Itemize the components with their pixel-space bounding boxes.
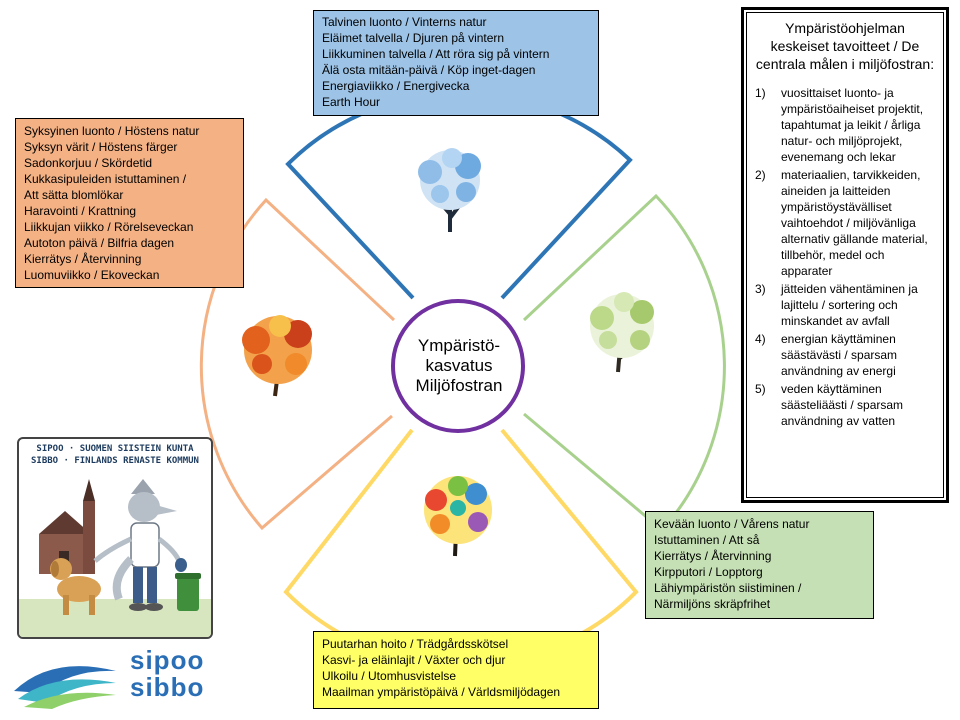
- summer-item: Puutarhan hoito / Trädgårdsskötsel: [322, 637, 509, 651]
- goal-text: jätteiden vähentäminen ja lajittelu / so…: [781, 282, 918, 328]
- autumn-item: Syksyinen luonto / Höstens natur: [24, 124, 200, 138]
- goal-number: 1): [755, 86, 766, 100]
- spring-item: Kevään luonto / Vårens natur: [654, 517, 810, 531]
- dog-icon: [50, 558, 101, 615]
- goal-item: 4) energian käyttäminen säästävästi / spa…: [755, 331, 935, 379]
- center-circle: [391, 299, 525, 433]
- autumn-item: Autoton päivä / Bilfria dagen: [24, 236, 175, 250]
- goal-number: 2): [755, 168, 766, 182]
- center-line: Miljöfostran: [415, 376, 503, 395]
- autumn-box: Syksyinen luonto / Höstens natur Syksyn …: [15, 118, 244, 288]
- winter-box: Talvinen luonto / Vinterns natur Eläimet…: [313, 10, 599, 116]
- autumn-item: Sadonkorjuu / Skördetid: [24, 156, 153, 170]
- goal-number: 3): [755, 282, 766, 296]
- spring-sector: [522, 193, 726, 533]
- autumn-item: Att sätta blomlökar: [24, 188, 124, 202]
- spring-item: Istuttaminen / Att så: [654, 533, 760, 547]
- mascot-banner: SIPOO · SUOMEN SIISTEIN KUNTA SIBBO · FI…: [23, 443, 207, 467]
- autumn-item: Kukkasipuleiden istuttaminen /: [24, 172, 187, 186]
- summer-box: Puutarhan hoito / Trädgårdsskötsel Kasvi…: [313, 631, 599, 709]
- summer-item: Maailman ympäristöpäivä / Världsmiljödag…: [322, 685, 561, 699]
- summer-tree-icon: [424, 476, 492, 557]
- wave-logo-icon: [14, 666, 116, 709]
- church-icon: [39, 479, 95, 574]
- spring-item: Kierrätys / Återvinning: [654, 549, 772, 563]
- spring-item: Lähiympäristön siistiminen /: [654, 581, 802, 595]
- autumn-item: Haravointi / Krattning: [24, 204, 137, 218]
- mascot-banner-line: SIPOO · SUOMEN SIISTEIN KUNTA: [36, 444, 194, 454]
- autumn-item: Luomuviikko / Ekoveckan: [24, 268, 160, 282]
- goals-panel-inner: Ympäristöohjelman keskeiset tavoitteet /…: [746, 12, 944, 498]
- summer-item: Ulkoilu / Utomhusvistelse: [322, 669, 457, 683]
- logo-line: sibbo: [130, 672, 205, 702]
- goal-text: vuosittaiset luonto- ja ympäristöaiheise…: [781, 86, 924, 164]
- winter-item: Liikkuminen talvella / Att röra sig på v…: [322, 47, 550, 61]
- sipoo-logo: sipoo sibbo: [12, 647, 212, 712]
- logo-line: sipoo: [130, 645, 205, 675]
- center-line: kasvatus: [425, 356, 493, 375]
- summer-item: Kasvi- ja eläinlajit / Växter och djur: [322, 653, 506, 667]
- spring-item: Närmiljöns skräpfrihet: [654, 597, 771, 611]
- goal-text: materiaalien, tarvikkeiden, aineiden ja …: [781, 168, 928, 278]
- autumn-item: Liikkujan viikko / Rörelseveckan: [24, 220, 194, 234]
- spring-item: Kirpputori / Lopptorg: [654, 565, 763, 579]
- goal-item: 2) materiaalien, tarvikkeiden, aineiden j…: [755, 167, 935, 279]
- wolf-mascot-icon: [93, 479, 182, 611]
- goals-panel: Ympäristöohjelman keskeiset tavoitteet /…: [741, 7, 949, 503]
- center-line: Ympäristö-: [417, 336, 501, 355]
- goal-item: 1) vuosittaiset luonto- ja ympäristöaihei…: [755, 85, 935, 165]
- goal-item: 5) veden käyttäminen säästeliäästi / spar…: [755, 381, 935, 429]
- autumn-item: Syksyn värit / Höstens färger: [24, 140, 178, 154]
- goals-title: Ympäristöohjelman keskeiset tavoitteet /…: [755, 20, 935, 72]
- mascot-illustration: SIPOO · SUOMEN SIISTEIN KUNTA SIBBO · FI…: [17, 437, 213, 639]
- winter-item: Earth Hour: [322, 95, 381, 109]
- center-label: Ympäristö- kasvatus Miljöfostran: [389, 304, 529, 428]
- goal-text: energian käyttäminen säästävästi / spars…: [781, 332, 898, 378]
- mascot-scene-icon: [19, 479, 211, 637]
- winter-tree-icon: [418, 148, 481, 232]
- autumn-tree-icon: [242, 315, 312, 397]
- winter-item: Talvinen luonto / Vinterns natur: [322, 15, 487, 29]
- mascot-banner-line: SIBBO · FINLANDS RENASTE KOMMUN: [31, 456, 199, 466]
- winter-item: Energiaviikko / Energivecka: [322, 79, 470, 93]
- spring-tree-icon: [590, 292, 654, 373]
- goal-number: 4): [755, 332, 766, 346]
- spring-box: Kevään luonto / Vårens natur Istuttamine…: [645, 511, 874, 619]
- goals-list: 1) vuosittaiset luonto- ja ympäristöaihei…: [755, 85, 935, 429]
- goal-text: veden käyttäminen säästeliäästi / sparsa…: [781, 382, 904, 428]
- winter-item: Eläimet talvella / Djuren på vintern: [322, 31, 505, 45]
- winter-item: Älä osta mitään-päivä / Köp inget-dagen: [322, 63, 536, 77]
- goal-number: 5): [755, 382, 766, 396]
- autumn-item: Kierrätys / Återvinning: [24, 252, 142, 266]
- goal-item: 3) jätteiden vähentäminen ja lajittelu / …: [755, 281, 935, 329]
- logo-text: sipoo sibbo: [130, 647, 204, 701]
- trash-bin-icon: [175, 573, 201, 611]
